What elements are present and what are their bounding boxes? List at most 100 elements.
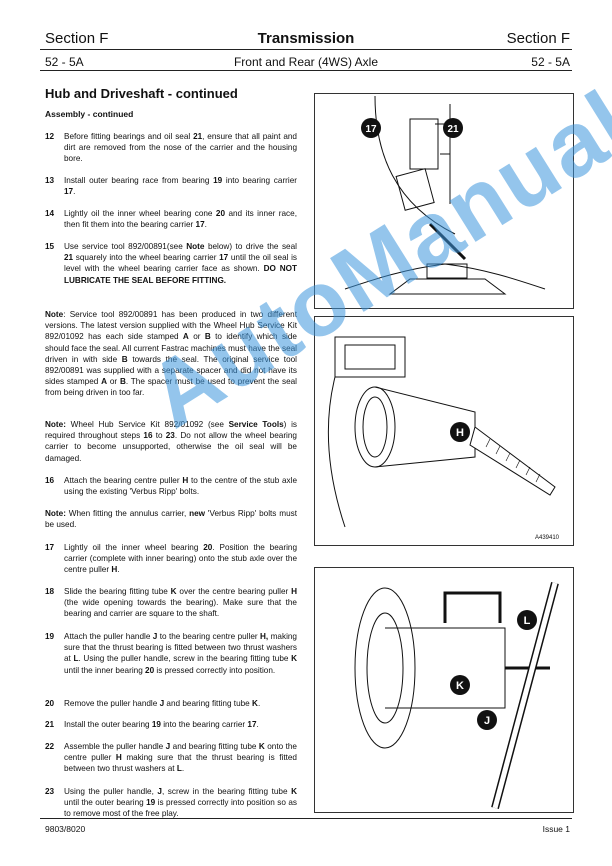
footer-issue: Issue 1 — [542, 824, 570, 834]
text-run: When fitting the annulus carrier, — [65, 509, 190, 518]
text-run: and its inner race, then fit them into t… — [64, 209, 297, 230]
figure-seal-fitting: 17 21 — [314, 93, 574, 309]
step-text: Slide the bearing fitting tube K over th… — [64, 586, 297, 620]
step-number: 13 — [45, 176, 55, 185]
step-text: Install the outer bearing 19 into the be… — [64, 719, 297, 730]
page-number-right: 52 - 5A — [531, 55, 570, 69]
text-run: 20 — [215, 209, 226, 218]
text-run: below) to drive the seal — [204, 242, 297, 251]
text-run: 'Verbus Ripp' bolts must be used. — [45, 509, 297, 530]
text-run: to — [152, 431, 166, 441]
step-item: 23 Using the puller handle, J, screw in t… — [45, 786, 297, 820]
text-run: Use service tool 892/00891(see — [64, 242, 187, 251]
text-run: H — [111, 565, 118, 575]
note-paragraph: Note: Service tool 892/00891 has been pr… — [45, 309, 297, 399]
text-run: or — [107, 377, 120, 387]
figure-bearing-fitting: L K J — [314, 567, 574, 813]
text-run: until the inner bearing — [64, 665, 146, 675]
text-run: 21 — [193, 132, 203, 141]
step-item: 13 Install outer bearing race from bearin… — [45, 175, 297, 197]
text-run: Install the outer bearing — [64, 720, 152, 729]
text-run: Note — [186, 242, 205, 251]
text-run: . Do not allow the wheel bearing carrier… — [45, 431, 297, 463]
text-run: 19 — [146, 798, 156, 808]
step-item: 21 Install the outer bearing 19 into the … — [45, 719, 297, 730]
text-run: J — [159, 699, 165, 708]
text-run: K — [252, 699, 258, 708]
text-run: making sure that the thrust bearing is f… — [64, 753, 297, 774]
text-run: and bearing fitting tube — [164, 699, 253, 708]
text-run: H — [115, 753, 122, 763]
text-run: over the centre bearing puller — [176, 587, 292, 596]
text-run: J — [157, 787, 162, 796]
text-run: Attach the puller handle — [64, 632, 153, 641]
callout-17: 17 — [365, 124, 377, 135]
step-number: 16 — [45, 476, 55, 485]
text-run: 17 — [64, 187, 74, 197]
text-run: Service Tools — [228, 420, 284, 429]
text-run: K — [291, 654, 297, 664]
step-number: 18 — [45, 587, 55, 596]
figure-centre-puller: H A439410 — [314, 316, 574, 546]
text-run: . The spacer must be used to prevent the… — [45, 377, 297, 398]
text-run: B — [121, 354, 128, 364]
text-run: into bearing carrier — [222, 176, 297, 185]
step-number: 21 — [45, 720, 55, 729]
text-run: L — [176, 764, 182, 774]
text-run: new — [189, 509, 206, 518]
text-run: K — [258, 742, 265, 751]
text-run: H, — [260, 632, 269, 641]
figure-code: A439410 — [535, 535, 560, 541]
text-run: . — [181, 764, 185, 774]
text-run: making sure that the thrust bearing is f… — [64, 632, 297, 664]
text-run: B — [204, 332, 211, 342]
text-run: Slide the bearing fitting tube — [64, 587, 171, 596]
text-run: Before fitting bearings and oil seal — [64, 132, 194, 141]
text-run: to the centre of the stub axle using the… — [64, 476, 297, 497]
text-run: . — [204, 220, 207, 230]
step-text: Assemble the puller handle J and bearing… — [64, 741, 297, 775]
callout-21: 21 — [447, 124, 459, 135]
step-item: 22 Assemble the puller handle J and beari… — [45, 741, 297, 775]
text-run: 17 — [247, 720, 257, 729]
note-paragraph: Note: Wheel Hub Service Kit 892/01092 (s… — [45, 419, 297, 464]
text-run: A — [182, 332, 189, 342]
text-run: Note — [45, 310, 64, 319]
step-number: 23 — [45, 787, 55, 796]
step-text: Before fitting bearings and oil seal 21,… — [64, 131, 297, 165]
text-run: 16 — [143, 431, 153, 441]
page-title: Transmission — [257, 30, 355, 47]
text-run: 19 — [213, 176, 223, 185]
text-run: J — [165, 742, 171, 751]
text-run: onto the centre puller — [64, 742, 297, 763]
text-run: towards the seal. The original service t… — [45, 354, 297, 387]
text-run: 20 — [145, 665, 155, 675]
step-number: 19 — [45, 632, 55, 641]
step-item: 18 Slide the bearing fitting tube K over … — [45, 586, 297, 620]
text-run: Note: — [45, 509, 66, 518]
text-run: Wheel Hub Service Kit 892/01092 (see — [65, 420, 229, 429]
text-run: L — [73, 654, 79, 664]
text-run: . — [257, 699, 261, 708]
header-rule — [40, 49, 572, 50]
callout-J: J — [484, 715, 490, 727]
page-subtitle: Front and Rear (4WS) Axle — [233, 55, 379, 69]
step-text: Remove the puller handle J and bearing f… — [64, 698, 297, 709]
text-run: . — [117, 565, 120, 575]
text-run: . Using the puller handle, screw in the … — [78, 654, 292, 664]
centre-puller-drawing: H A439410 — [327, 336, 560, 541]
text-run: 19 — [151, 720, 161, 729]
step-text: Install outer bearing race from bearing … — [64, 175, 297, 197]
text-run: or — [188, 332, 205, 342]
step-text: Using the puller handle, J, screw in the… — [64, 786, 297, 820]
text-run: 21 — [64, 253, 74, 263]
step-number: 22 — [45, 742, 55, 751]
footer-doc-number: 9803/8020 — [45, 824, 86, 834]
step-number: 17 — [45, 543, 55, 552]
